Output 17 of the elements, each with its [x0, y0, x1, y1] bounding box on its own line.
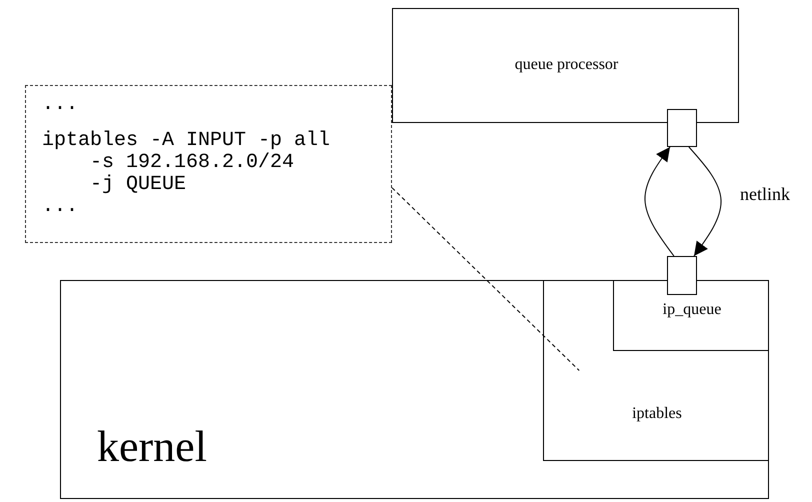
box-label: queue processor	[514, 56, 620, 74]
leader-line	[392, 187, 580, 371]
code-line: ...	[42, 196, 78, 218]
port-box	[667, 109, 697, 147]
code-box	[25, 85, 392, 243]
box-label: ip_queue	[662, 301, 722, 319]
module-box	[613, 280, 769, 351]
code-line: -s 192.168.2.0/24	[90, 152, 294, 174]
code-line: iptables -A INPUT -p all	[42, 130, 330, 152]
code-line: -j QUEUE	[90, 174, 186, 196]
arrow	[644, 146, 674, 256]
process-box	[392, 8, 739, 123]
box-label: iptables	[631, 405, 683, 423]
arrow	[688, 146, 722, 256]
port-box	[667, 256, 697, 295]
code-line: ...	[42, 94, 78, 116]
box-label: kernel	[97, 421, 207, 472]
